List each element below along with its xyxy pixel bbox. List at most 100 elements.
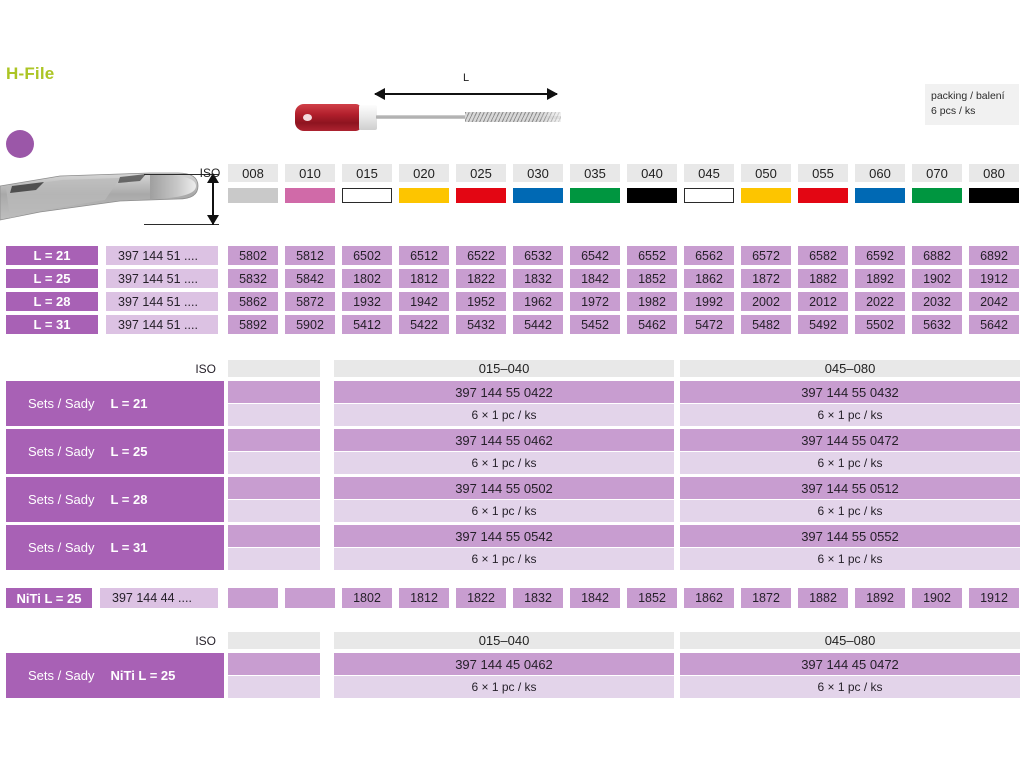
sets-qty-r2-c0: 6 × 1 pc / ks [334, 500, 674, 522]
sets-qty-r2-c1: 6 × 1 pc / ks [680, 500, 1020, 522]
main-cell-r0-025: 6522 [456, 246, 506, 265]
main-cell-r0-030: 6532 [513, 246, 563, 265]
main-cell-r1-070: 1902 [912, 269, 962, 288]
sets-qty-r3-c0: 6 × 1 pc / ks [334, 548, 674, 570]
iso-size-header-040: 040 [627, 164, 677, 182]
sets-qty-r1-c0: 6 × 1 pc / ks [334, 452, 674, 474]
sets-code-r1-c1: 397 144 55 0472 [680, 429, 1020, 451]
niti-sets-code-c0: 397 144 45 0462 [334, 653, 674, 675]
main-cell-r1-025: 1822 [456, 269, 506, 288]
arrow-left-icon [374, 88, 385, 100]
main-cell-r1-050: 1872 [741, 269, 791, 288]
niti-row-code: 397 144 44 .... [100, 588, 218, 608]
sets-spacer-bottom-0 [228, 404, 320, 426]
sets-code-r3-c1: 397 144 55 0552 [680, 525, 1020, 547]
niti-cell-015: 1802 [342, 588, 392, 608]
color-swatch-040 [627, 188, 677, 203]
sets-code-r2-c1: 397 144 55 0512 [680, 477, 1020, 499]
file-cutting-flutes [465, 112, 561, 122]
niti-cell-030: 1832 [513, 588, 563, 608]
main-cell-r2-050: 2002 [741, 292, 791, 311]
main-cell-r0-010: 5812 [285, 246, 335, 265]
main-row-code-3: 397 144 51 .... [106, 315, 218, 334]
color-swatch-045 [684, 188, 734, 203]
sets-row-length-1: L = 25 [110, 444, 148, 459]
main-cell-r0-040: 6552 [627, 246, 677, 265]
sets-range-header-1: 045–080 [680, 360, 1020, 377]
sets-spacer-bottom-2 [228, 500, 320, 522]
main-cell-r2-030: 1962 [513, 292, 563, 311]
main-cell-r2-025: 1952 [456, 292, 506, 311]
main-cell-r2-060: 2022 [855, 292, 905, 311]
color-swatch-015 [342, 188, 392, 203]
tip-vertical-bar [212, 174, 214, 225]
main-cell-r3-080: 5642 [969, 315, 1019, 334]
product-color-dot [6, 130, 34, 158]
arrow-right-icon [547, 88, 558, 100]
niti-sets-qty-c1: 6 × 1 pc / ks [680, 676, 1020, 698]
iso-size-header-055: 055 [798, 164, 848, 182]
main-cell-r1-035: 1842 [570, 269, 620, 288]
iso-size-header-020: 020 [399, 164, 449, 182]
main-cell-r1-040: 1852 [627, 269, 677, 288]
sets-row-length-2: L = 28 [110, 492, 148, 507]
tip-top-rule [144, 174, 219, 175]
sets-code-r2-c0: 397 144 55 0502 [334, 477, 674, 499]
length-dimension-label: L [462, 72, 470, 84]
iso-size-header-010: 010 [285, 164, 335, 182]
arrow-down-icon [207, 215, 219, 225]
main-cell-r2-010: 5872 [285, 292, 335, 311]
niti-cell-040: 1852 [627, 588, 677, 608]
color-swatch-055 [798, 188, 848, 203]
main-cell-r2-080: 2042 [969, 292, 1019, 311]
main-cell-r2-040: 1982 [627, 292, 677, 311]
main-cell-r0-050: 6572 [741, 246, 791, 265]
main-cell-r0-045: 6562 [684, 246, 734, 265]
color-swatch-035 [570, 188, 620, 203]
sets-spacer-bottom-3 [228, 548, 320, 570]
niti-cell-045: 1862 [684, 588, 734, 608]
niti-cell-055: 1882 [798, 588, 848, 608]
niti-cell-020: 1812 [399, 588, 449, 608]
sets-spacer-bottom-1 [228, 452, 320, 474]
niti-cell-008 [228, 588, 278, 608]
niti-cell-070: 1902 [912, 588, 962, 608]
main-cell-r3-060: 5502 [855, 315, 905, 334]
main-cell-r1-010: 5842 [285, 269, 335, 288]
main-cell-r3-040: 5462 [627, 315, 677, 334]
sets-iso-label: ISO [195, 361, 216, 376]
niti-cell-025: 1822 [456, 588, 506, 608]
main-cell-r3-070: 5632 [912, 315, 962, 334]
sets-spacer-top-1 [228, 429, 320, 451]
main-cell-r3-045: 5472 [684, 315, 734, 334]
iso-size-header-080: 080 [969, 164, 1019, 182]
main-cell-r3-025: 5432 [456, 315, 506, 334]
main-cell-r0-015: 6502 [342, 246, 392, 265]
main-row-label-1: L = 25 [6, 269, 98, 288]
main-cell-r1-015: 1802 [342, 269, 392, 288]
file-handle [295, 104, 361, 131]
sets-row-prefix-2: Sets / Sady [28, 492, 95, 507]
niti-sets-range-header-0: 015–040 [334, 632, 674, 649]
iso-size-header-060: 060 [855, 164, 905, 182]
main-cell-r3-008: 5892 [228, 315, 278, 334]
main-cell-r3-010: 5902 [285, 315, 335, 334]
packing-info-box: packing / balení 6 pcs / ks [925, 84, 1019, 126]
niti-sets-row-length: NiTi L = 25 [110, 668, 176, 683]
tip-bottom-rule [144, 224, 219, 225]
main-cell-r0-080: 6892 [969, 246, 1019, 265]
main-cell-r1-008: 5832 [228, 269, 278, 288]
main-cell-r0-008: 5802 [228, 246, 278, 265]
niti-sets-code-c1: 397 144 45 0472 [680, 653, 1020, 675]
main-cell-r3-035: 5452 [570, 315, 620, 334]
sets-row-label-2: Sets / Sady L = 28 [6, 477, 224, 522]
main-cell-r2-008: 5862 [228, 292, 278, 311]
tip-height-measure [144, 171, 232, 226]
main-row-label-3: L = 31 [6, 315, 98, 334]
main-cell-r2-070: 2032 [912, 292, 962, 311]
niti-sets-row-prefix: Sets / Sady [28, 668, 95, 683]
color-swatch-030 [513, 188, 563, 203]
main-row-code-0: 397 144 51 .... [106, 246, 218, 265]
